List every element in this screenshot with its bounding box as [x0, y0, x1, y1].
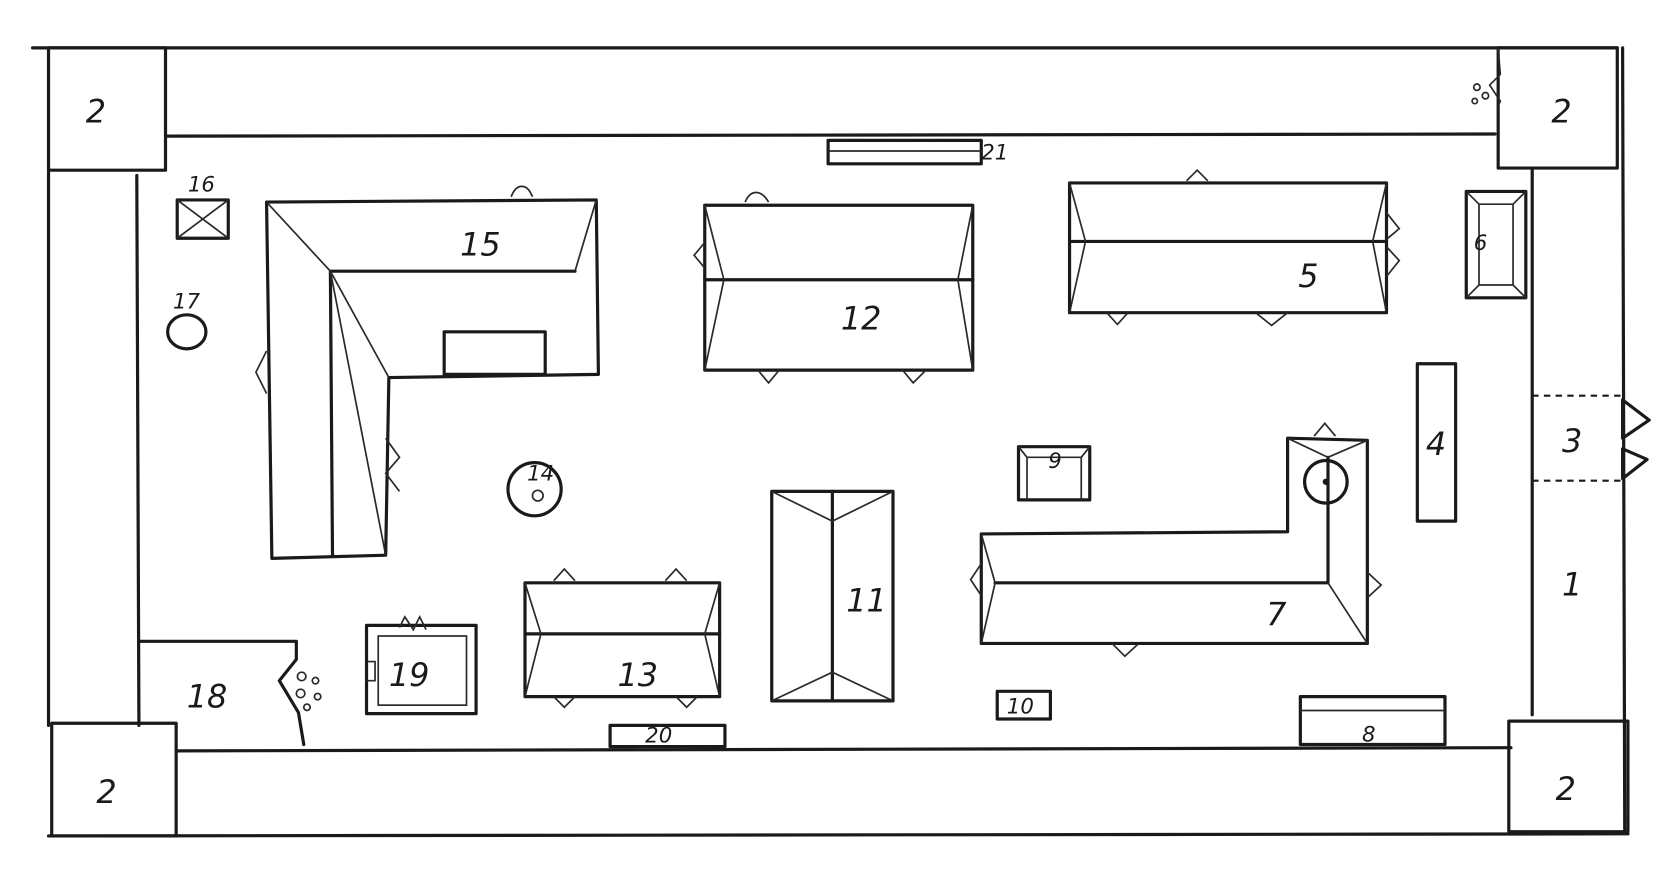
corner-pillar-top-left: 2: [46, 46, 168, 172]
svg-text:3: 3: [1562, 422, 1582, 460]
svg-text:7: 7: [1266, 595, 1286, 633]
svg-text:14: 14: [527, 462, 554, 487]
svg-text:2: 2: [86, 92, 106, 130]
item-21: 21: [826, 138, 1008, 166]
svg-text:6: 6: [1474, 231, 1488, 256]
item-5: 5: [1067, 168, 1401, 327]
item-7: 7: [969, 421, 1383, 658]
svg-text:11: 11: [846, 582, 887, 620]
svg-text:21: 21: [981, 141, 1008, 166]
item-19: 19: [364, 614, 478, 716]
item-11: 11: [770, 489, 895, 703]
item-17: 17: [166, 289, 208, 351]
svg-text:9: 9: [1048, 449, 1062, 474]
corner-pillar-bottom-left: 2: [50, 721, 178, 838]
svg-text:12: 12: [841, 300, 882, 338]
svg-text:15: 15: [460, 225, 501, 263]
item-4: 4: [1415, 362, 1458, 523]
item-16: 16: [175, 172, 230, 240]
item-18: 18: [137, 639, 322, 747]
corner-pillar-bottom-right: 2: [1507, 719, 1630, 834]
svg-text:20: 20: [645, 723, 672, 748]
svg-text:10: 10: [1007, 695, 1034, 720]
svg-text:13: 13: [618, 656, 659, 694]
item-9: 9: [1016, 445, 1092, 502]
corner-pillar-top-right: 2: [1471, 46, 1619, 170]
item-10: 10: [995, 689, 1052, 721]
svg-text:2: 2: [1551, 92, 1571, 130]
item-13: 13: [523, 567, 722, 709]
svg-text:17: 17: [173, 289, 201, 314]
entrance-label: 1: [1562, 566, 1582, 604]
svg-text:2: 2: [1556, 770, 1576, 808]
item-15: 15: [254, 185, 600, 560]
svg-text:4: 4: [1426, 425, 1446, 463]
svg-text:5: 5: [1298, 257, 1318, 295]
item-12: 12: [693, 191, 975, 385]
svg-text:16: 16: [188, 172, 215, 197]
svg-text:18: 18: [187, 677, 228, 715]
item-8: 8: [1298, 695, 1447, 747]
item-6: 6: [1464, 189, 1528, 300]
svg-text:8: 8: [1362, 722, 1376, 747]
svg-text:19: 19: [389, 656, 430, 694]
item-20: 20: [608, 723, 727, 748]
walls: [30, 46, 1630, 838]
svg-text:2: 2: [96, 773, 116, 811]
door-3[interactable]: 3: [1532, 394, 1651, 482]
item-14: 14: [506, 461, 563, 518]
